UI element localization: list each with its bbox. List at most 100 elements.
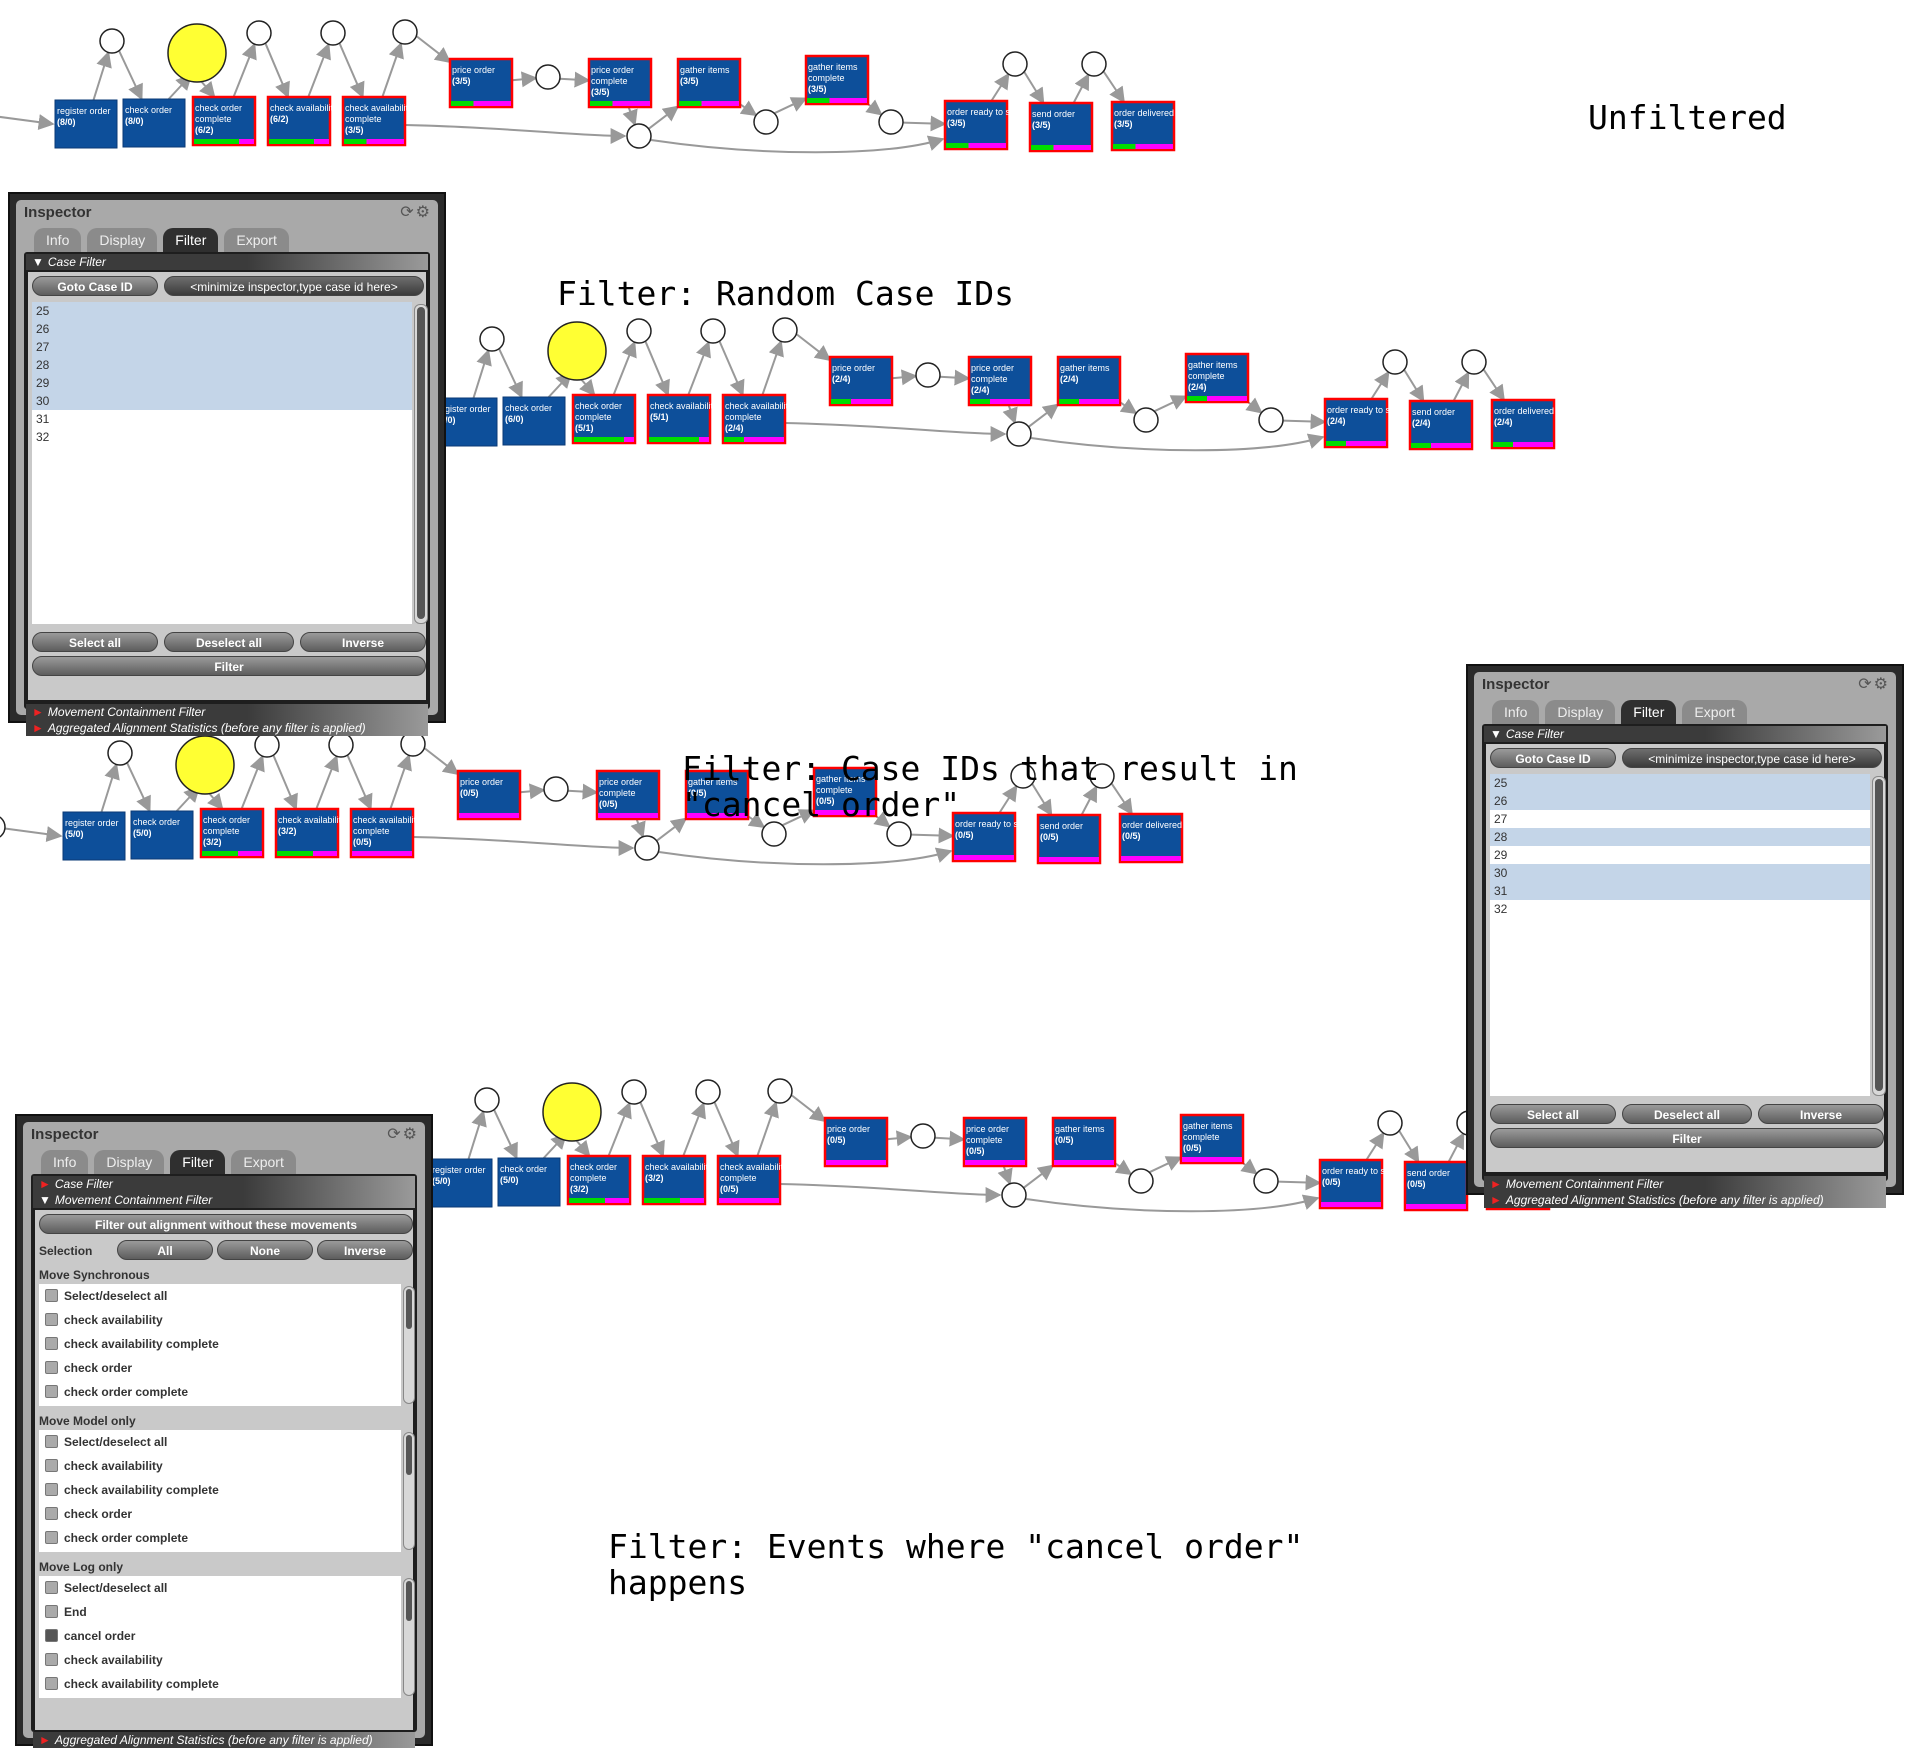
activity-node[interactable]: check order(5/0) [130,810,194,860]
place-node[interactable] [1081,51,1107,77]
tab-display[interactable]: Display [94,1150,165,1174]
tab-filter[interactable]: Filter [170,1150,226,1174]
checkbox-icon[interactable] [45,1385,58,1398]
case-id-input[interactable]: <minimize inspector,type case id here> [164,276,424,296]
place-node[interactable] [772,317,798,343]
place-node[interactable] [246,20,272,46]
case-list-scrollbar[interactable] [414,304,428,624]
activity-node[interactable]: order ready to s(2/4) [1323,397,1391,449]
filter-button[interactable]: Filter [1490,1128,1884,1148]
tab-display[interactable]: Display [87,228,158,252]
activity-node[interactable]: order ready to s(3/5) [943,99,1011,151]
case-id-input[interactable]: <minimize inspector,type case id here> [1622,748,1882,768]
settings-icon[interactable]: ⚙ [415,204,432,221]
highlighted-place-node[interactable] [542,1082,602,1142]
place-node[interactable] [915,362,941,388]
place-node[interactable] [910,1123,936,1149]
settings-icon[interactable]: ⚙ [1873,676,1890,693]
checkbox-icon[interactable] [45,1361,58,1374]
tab-info[interactable]: Info [34,228,82,252]
select-all-button[interactable]: Select all [1490,1104,1616,1124]
activity-node[interactable]: price order(0/5) [823,1116,889,1168]
activity-node[interactable]: order delivered(3/5) [1110,100,1176,152]
case-id-row[interactable]: 27 [1494,812,1508,826]
select-none-button[interactable]: None [217,1240,313,1260]
activity-node[interactable]: check availabilit(3/2) [274,807,342,859]
activity-node[interactable]: send order(0/5) [1036,813,1102,865]
activity-node[interactable]: order ready to s(0/5) [951,811,1019,863]
activity-node[interactable]: price order(0/5) [456,769,522,821]
movement-item[interactable]: check availability complete [39,1672,401,1696]
case-filter-header[interactable]: ►Case Filter [33,1176,415,1192]
tab-export[interactable]: Export [231,1150,296,1174]
case-id-row[interactable]: 30 [1490,864,1870,882]
place-node[interactable] [1133,407,1159,433]
place-node[interactable] [320,20,346,46]
goto-case-id-button[interactable]: Goto Case ID [32,276,158,296]
checkbox-icon[interactable] [45,1605,58,1618]
movement-filter-header[interactable]: ►Movement Containment Filter [1484,1176,1886,1192]
movement-list-scrollbar[interactable] [403,1286,415,1404]
case-filter-header[interactable]: ▼Case Filter [1484,726,1886,742]
place-node[interactable] [1461,349,1487,375]
checkbox-icon[interactable] [45,1289,58,1302]
place-node[interactable] [1001,1182,1027,1208]
highlighted-place-node[interactable] [547,321,607,381]
case-id-row[interactable]: 28 [1490,828,1870,846]
case-id-row[interactable]: 30 [32,392,412,410]
tab-filter[interactable]: Filter [1621,700,1677,724]
select-all-button[interactable]: Select all [32,632,158,652]
movement-list-scrollbar[interactable] [403,1578,415,1696]
activity-node[interactable]: price order(3/5) [448,57,514,109]
activity-node[interactable]: check order(5/0) [497,1157,561,1207]
place-node[interactable] [1253,1168,1279,1194]
place-node[interactable] [479,326,505,352]
activity-node[interactable]: register order(5/0) [429,1158,493,1208]
case-list-scrollbar[interactable] [1872,776,1886,1096]
checkbox-icon[interactable] [45,1653,58,1666]
settings-icon[interactable]: ⚙ [402,1126,419,1143]
checkbox-icon[interactable] [45,1435,58,1448]
movement-item[interactable]: Select/deselect all [39,1430,401,1454]
case-id-row[interactable]: 25 [1490,774,1870,792]
place-node[interactable] [1382,349,1408,375]
aggregated-stats-header[interactable]: ►Aggregated Alignment Statistics (before… [1484,1192,1886,1208]
place-node[interactable] [107,740,133,766]
case-id-row[interactable]: 31 [1490,882,1870,900]
movement-item[interactable]: check order [39,1356,401,1380]
checkbox-icon[interactable] [45,1313,58,1326]
case-id-row[interactable]: 27 [32,338,412,356]
case-id-row[interactable]: 29 [1494,848,1508,862]
place-node[interactable] [626,123,652,149]
movement-item[interactable]: check order [39,1502,401,1526]
refresh-icon[interactable]: ⟳ [400,204,416,221]
place-node[interactable] [634,835,660,861]
activity-node[interactable]: order ready to s(0/5) [1318,1158,1386,1210]
deselect-all-button[interactable]: Deselect all [1622,1104,1752,1124]
checkbox-icon[interactable] [45,1483,58,1496]
movement-item[interactable]: check order complete [39,1526,401,1550]
case-id-row[interactable]: 32 [36,430,50,444]
activity-node[interactable]: send order(3/5) [1028,101,1094,153]
activity-node[interactable]: order delivered(0/5) [1118,812,1184,864]
activity-node[interactable]: send order(0/5) [1403,1160,1469,1212]
place-node[interactable] [0,815,6,839]
place-node[interactable] [1089,763,1115,789]
movement-item[interactable]: check order complete [39,1380,401,1404]
filter-button[interactable]: Filter [32,656,426,676]
tab-export[interactable]: Export [1682,700,1747,724]
activity-node[interactable]: gather items(0/5) [684,769,750,821]
activity-node[interactable]: check availabilit(6/2) [266,95,334,147]
